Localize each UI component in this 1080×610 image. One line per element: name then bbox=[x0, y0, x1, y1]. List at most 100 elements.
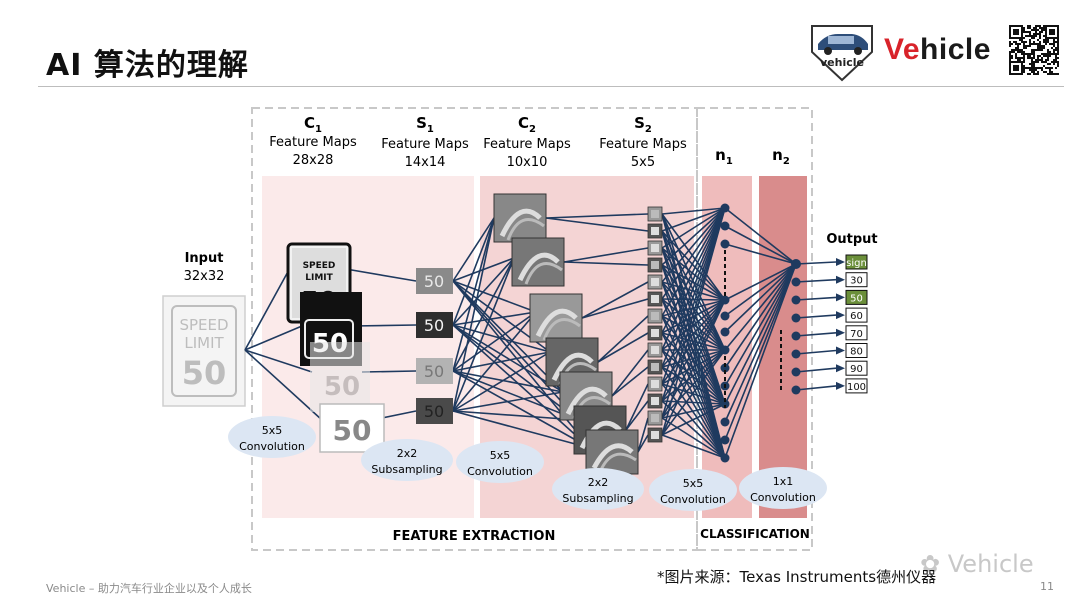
n2-panel bbox=[759, 176, 807, 518]
n2-neuron bbox=[791, 259, 801, 269]
stage-header-n1: n1 bbox=[715, 146, 733, 167]
output-label: sign bbox=[845, 254, 868, 270]
op-c2-conv: 5x5 Convolution bbox=[456, 441, 544, 483]
svg-text:2x2: 2x2 bbox=[397, 447, 418, 460]
watermark: ✿ Vehicle bbox=[920, 550, 1034, 578]
s2-map bbox=[647, 257, 663, 273]
svg-text:Convolution: Convolution bbox=[239, 440, 305, 453]
s2-map bbox=[647, 206, 663, 222]
svg-text:n2: n2 bbox=[772, 146, 790, 167]
svg-text:10x10: 10x10 bbox=[507, 155, 548, 170]
s2-map bbox=[647, 325, 663, 341]
svg-text:Convolution: Convolution bbox=[467, 465, 533, 478]
n1-neuron bbox=[720, 203, 730, 213]
svg-text:5x5: 5x5 bbox=[631, 155, 655, 170]
output-label: 30 bbox=[845, 272, 868, 288]
input-size: 32x32 bbox=[184, 269, 225, 284]
n2-neuron bbox=[791, 349, 801, 359]
svg-text:14x14: 14x14 bbox=[405, 155, 446, 170]
n2-neuron bbox=[791, 331, 801, 341]
svg-text:Feature Maps: Feature Maps bbox=[381, 137, 469, 152]
wechat-icon: ✿ bbox=[920, 550, 948, 578]
svg-text:SPEED: SPEED bbox=[179, 316, 228, 334]
section-feature-extraction: FEATURE EXTRACTION bbox=[393, 529, 556, 544]
c2-map bbox=[585, 429, 639, 475]
footer-text: Vehicle – 助力汽车行业企业以及个人成长 bbox=[46, 582, 252, 595]
stage-header-c1: C1 Feature Maps 28x28 bbox=[269, 114, 357, 168]
svg-text:5x5: 5x5 bbox=[490, 449, 511, 462]
n1-neuron bbox=[720, 221, 730, 231]
slide-title: AI 算法的理解 bbox=[46, 48, 249, 83]
c2-map bbox=[529, 293, 583, 343]
n1-neuron bbox=[720, 311, 730, 321]
svg-text:28x28: 28x28 bbox=[293, 153, 334, 168]
brand-logo-text: Vehicle bbox=[884, 33, 991, 66]
op-c1-conv: 5x5 Convolution bbox=[228, 416, 316, 458]
stage-header-s2: S2 Feature Maps 5x5 bbox=[599, 114, 687, 170]
input-sign-image: SPEED LIMIT 50 bbox=[162, 295, 246, 407]
svg-text:50: 50 bbox=[424, 272, 444, 291]
svg-text:C1: C1 bbox=[304, 114, 322, 135]
c2-map bbox=[493, 193, 547, 243]
image-source: *图片来源：Texas Instruments德州仪器 bbox=[657, 568, 937, 586]
svg-text:S1: S1 bbox=[416, 114, 434, 135]
s2-map bbox=[647, 274, 663, 290]
s1-map-3: 50 bbox=[416, 358, 453, 384]
svg-text:100: 100 bbox=[847, 382, 866, 393]
svg-text:60: 60 bbox=[850, 311, 863, 322]
n1-neuron bbox=[720, 453, 730, 463]
n1-neuron bbox=[720, 435, 730, 445]
stage-header-c2: C2 Feature Maps 10x10 bbox=[483, 114, 571, 170]
section-classification: CLASSIFICATION bbox=[700, 527, 810, 541]
svg-text:Feature Maps: Feature Maps bbox=[599, 137, 687, 152]
n2-neuron bbox=[791, 313, 801, 323]
n1-neuron bbox=[720, 239, 730, 249]
n2-neuron bbox=[791, 295, 801, 305]
s2-map bbox=[647, 223, 663, 239]
svg-text:S2: S2 bbox=[634, 114, 652, 135]
c1-map-4: 50 bbox=[319, 403, 385, 453]
n2-neuron bbox=[791, 277, 801, 287]
s2-map bbox=[647, 376, 663, 392]
op-n1-conv: 5x5 Convolution bbox=[649, 469, 737, 511]
n2-neuron bbox=[791, 385, 801, 395]
output-label: 60 bbox=[845, 307, 868, 323]
s2-map bbox=[647, 427, 663, 443]
page-number: 11 bbox=[1040, 580, 1054, 593]
svg-text:50: 50 bbox=[424, 362, 444, 381]
s2-map bbox=[647, 291, 663, 307]
output-label: 100 bbox=[845, 378, 868, 394]
op-n2-conv: 1x1 Convolution bbox=[739, 467, 827, 509]
svg-text:1x1: 1x1 bbox=[773, 475, 794, 488]
c1-map-3: 50 bbox=[310, 342, 370, 412]
svg-text:50: 50 bbox=[424, 316, 444, 335]
n1-neuron bbox=[720, 363, 730, 373]
stage-header-n2: n2 bbox=[772, 146, 790, 167]
n1-neuron bbox=[720, 399, 730, 409]
n1-neuron bbox=[720, 327, 730, 337]
svg-text:Feature Maps: Feature Maps bbox=[269, 135, 357, 150]
n1-neuron bbox=[720, 295, 730, 305]
neurons bbox=[720, 203, 801, 463]
output-label: 90 bbox=[845, 360, 868, 376]
classification-box bbox=[696, 107, 813, 551]
s2-map bbox=[647, 410, 663, 426]
svg-text:50: 50 bbox=[333, 414, 372, 447]
svg-text:5x5: 5x5 bbox=[683, 477, 704, 490]
svg-text:Feature Maps: Feature Maps bbox=[483, 137, 571, 152]
svg-text:2x2: 2x2 bbox=[588, 476, 609, 489]
n2-neuron bbox=[791, 367, 801, 377]
title-divider bbox=[38, 86, 1064, 87]
svg-text:70: 70 bbox=[850, 329, 863, 340]
output-label: 70 bbox=[845, 325, 868, 341]
svg-text:50: 50 bbox=[424, 402, 444, 421]
c2-feature-maps bbox=[493, 193, 639, 475]
s2-map bbox=[647, 308, 663, 324]
qr-code-icon bbox=[1006, 22, 1062, 78]
car-logo-icon: vehicle bbox=[811, 25, 873, 82]
svg-text:5x5: 5x5 bbox=[262, 424, 283, 437]
s2-map bbox=[647, 359, 663, 375]
input-title: Input bbox=[185, 251, 224, 266]
